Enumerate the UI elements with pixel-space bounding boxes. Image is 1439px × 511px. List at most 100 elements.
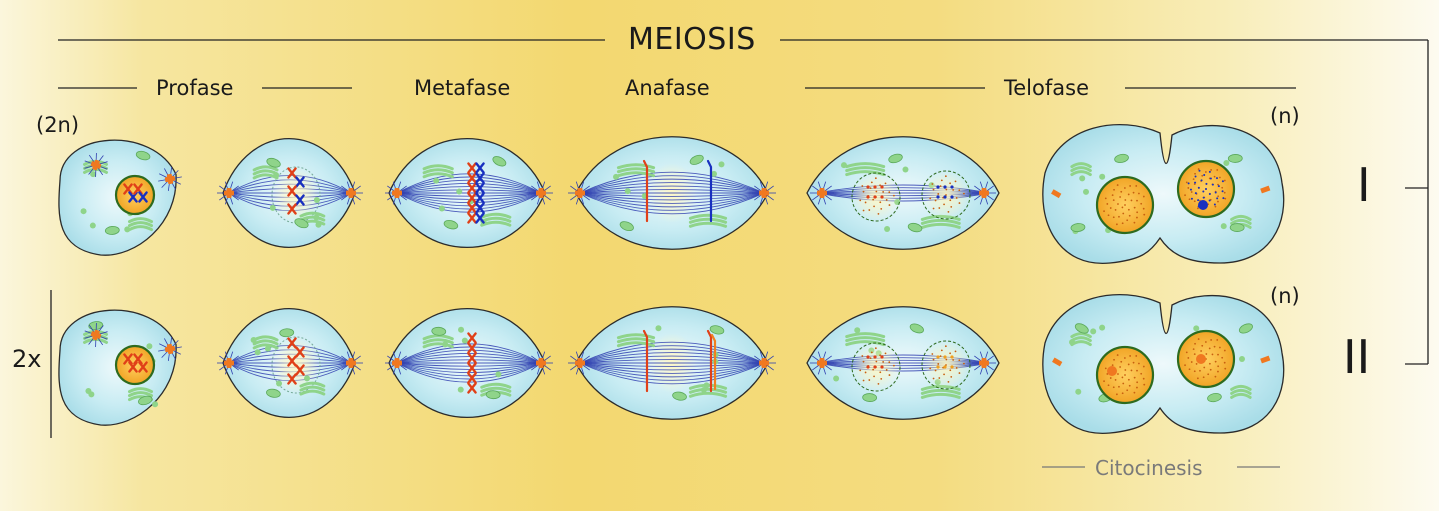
vesicle xyxy=(88,391,95,398)
mitochondrion xyxy=(1207,393,1222,403)
spindle-fiber xyxy=(396,192,542,197)
chromatin xyxy=(1118,215,1120,218)
spindle-fiber xyxy=(396,356,542,364)
chromatin xyxy=(1123,357,1126,359)
centrosome xyxy=(84,322,108,348)
chromosome xyxy=(475,202,485,214)
ploidy-label-haploid-row1: (n) xyxy=(1270,104,1300,128)
chromatin xyxy=(1187,187,1190,189)
cell-metaphase xyxy=(385,307,553,419)
chromatin xyxy=(874,347,877,350)
condensing-chromatin xyxy=(866,185,870,189)
mitochondrion xyxy=(138,395,153,406)
chromatin xyxy=(1197,199,1200,202)
vesicle xyxy=(884,225,891,232)
chromatin xyxy=(934,199,937,202)
vesicle xyxy=(1082,188,1089,195)
condensing-chromatin xyxy=(943,185,947,189)
chromatin xyxy=(1136,211,1139,214)
centriole xyxy=(1260,185,1271,194)
chromosome xyxy=(467,382,477,394)
chromatin xyxy=(1132,191,1135,194)
vesicle xyxy=(442,341,449,348)
chromatin xyxy=(1204,341,1207,343)
golgi-cisterna xyxy=(128,391,153,398)
vesicle xyxy=(718,161,725,168)
spindle-fiber xyxy=(579,192,765,215)
cell-telophase xyxy=(806,136,1000,250)
cell-prometaphase xyxy=(217,307,363,419)
chromatin xyxy=(1112,386,1115,389)
vesicle xyxy=(461,337,468,344)
cell-cytokinesis xyxy=(1042,293,1285,434)
chromatin xyxy=(873,205,875,208)
golgi-cisterna xyxy=(480,386,512,393)
chromatin xyxy=(1138,192,1140,195)
chromatin xyxy=(947,211,950,213)
chromatin xyxy=(1221,186,1224,189)
chromatin xyxy=(1201,344,1204,347)
vesicle xyxy=(854,327,861,334)
golgi-cisterna xyxy=(616,167,656,174)
chromosome xyxy=(138,191,148,203)
centrosome xyxy=(529,181,553,205)
spindle-fiber xyxy=(396,359,542,364)
vesicle xyxy=(80,208,87,215)
chromatin xyxy=(939,355,942,358)
golgi-cisterna xyxy=(252,339,279,346)
centriole xyxy=(981,358,987,368)
chromatin xyxy=(945,188,948,191)
chromatin xyxy=(1113,188,1115,191)
phase-label-anafase: Anafase xyxy=(625,76,710,100)
centriole xyxy=(394,188,400,198)
chromatin xyxy=(888,204,891,206)
chromatin xyxy=(1126,219,1129,222)
chromosome xyxy=(475,182,485,194)
golgi-cisterna xyxy=(616,163,656,170)
vesicle xyxy=(655,325,662,332)
chromatin xyxy=(958,189,961,192)
chromatin xyxy=(1199,369,1201,372)
chromatin xyxy=(1129,185,1132,187)
chromatin xyxy=(1190,191,1193,193)
chromatin xyxy=(1214,191,1217,194)
chromosome xyxy=(287,373,297,385)
chromatin xyxy=(1187,357,1190,359)
chromatin xyxy=(882,361,885,363)
centriole xyxy=(348,358,354,368)
chromosome xyxy=(706,159,713,223)
chromatin xyxy=(945,194,947,196)
golgi-cisterna xyxy=(1230,384,1252,391)
chromatin xyxy=(1217,365,1220,368)
centrosome xyxy=(385,351,409,375)
centriole xyxy=(348,188,354,198)
chromatin xyxy=(938,377,941,379)
golgi-cisterna xyxy=(299,381,326,388)
chromosome xyxy=(475,162,485,174)
condensing-chromatin xyxy=(873,195,877,199)
chromosome xyxy=(642,329,649,393)
vesicle xyxy=(1223,159,1230,166)
golgi-cisterna xyxy=(688,221,728,228)
vesicle xyxy=(613,173,620,180)
centriole xyxy=(761,188,767,198)
centriole xyxy=(1052,357,1063,367)
chromatin xyxy=(958,359,961,362)
chromatin xyxy=(1216,339,1219,341)
vesicle xyxy=(89,222,96,229)
mitochondrion xyxy=(443,220,459,230)
golgi-cisterna xyxy=(128,217,153,224)
chromatin xyxy=(1216,197,1219,200)
chromatin xyxy=(1118,385,1120,388)
chromatin xyxy=(862,209,865,212)
chromatin xyxy=(1207,373,1210,376)
chromatin xyxy=(1221,356,1224,359)
chromatin xyxy=(872,368,875,371)
page-title: MEIOSIS xyxy=(628,22,756,57)
chromatin xyxy=(940,179,943,182)
chromatin xyxy=(1195,363,1198,365)
chromatin xyxy=(929,367,932,370)
chromatin xyxy=(1121,206,1124,209)
condensing-chromatin xyxy=(936,365,940,369)
chromatin xyxy=(1213,175,1216,178)
